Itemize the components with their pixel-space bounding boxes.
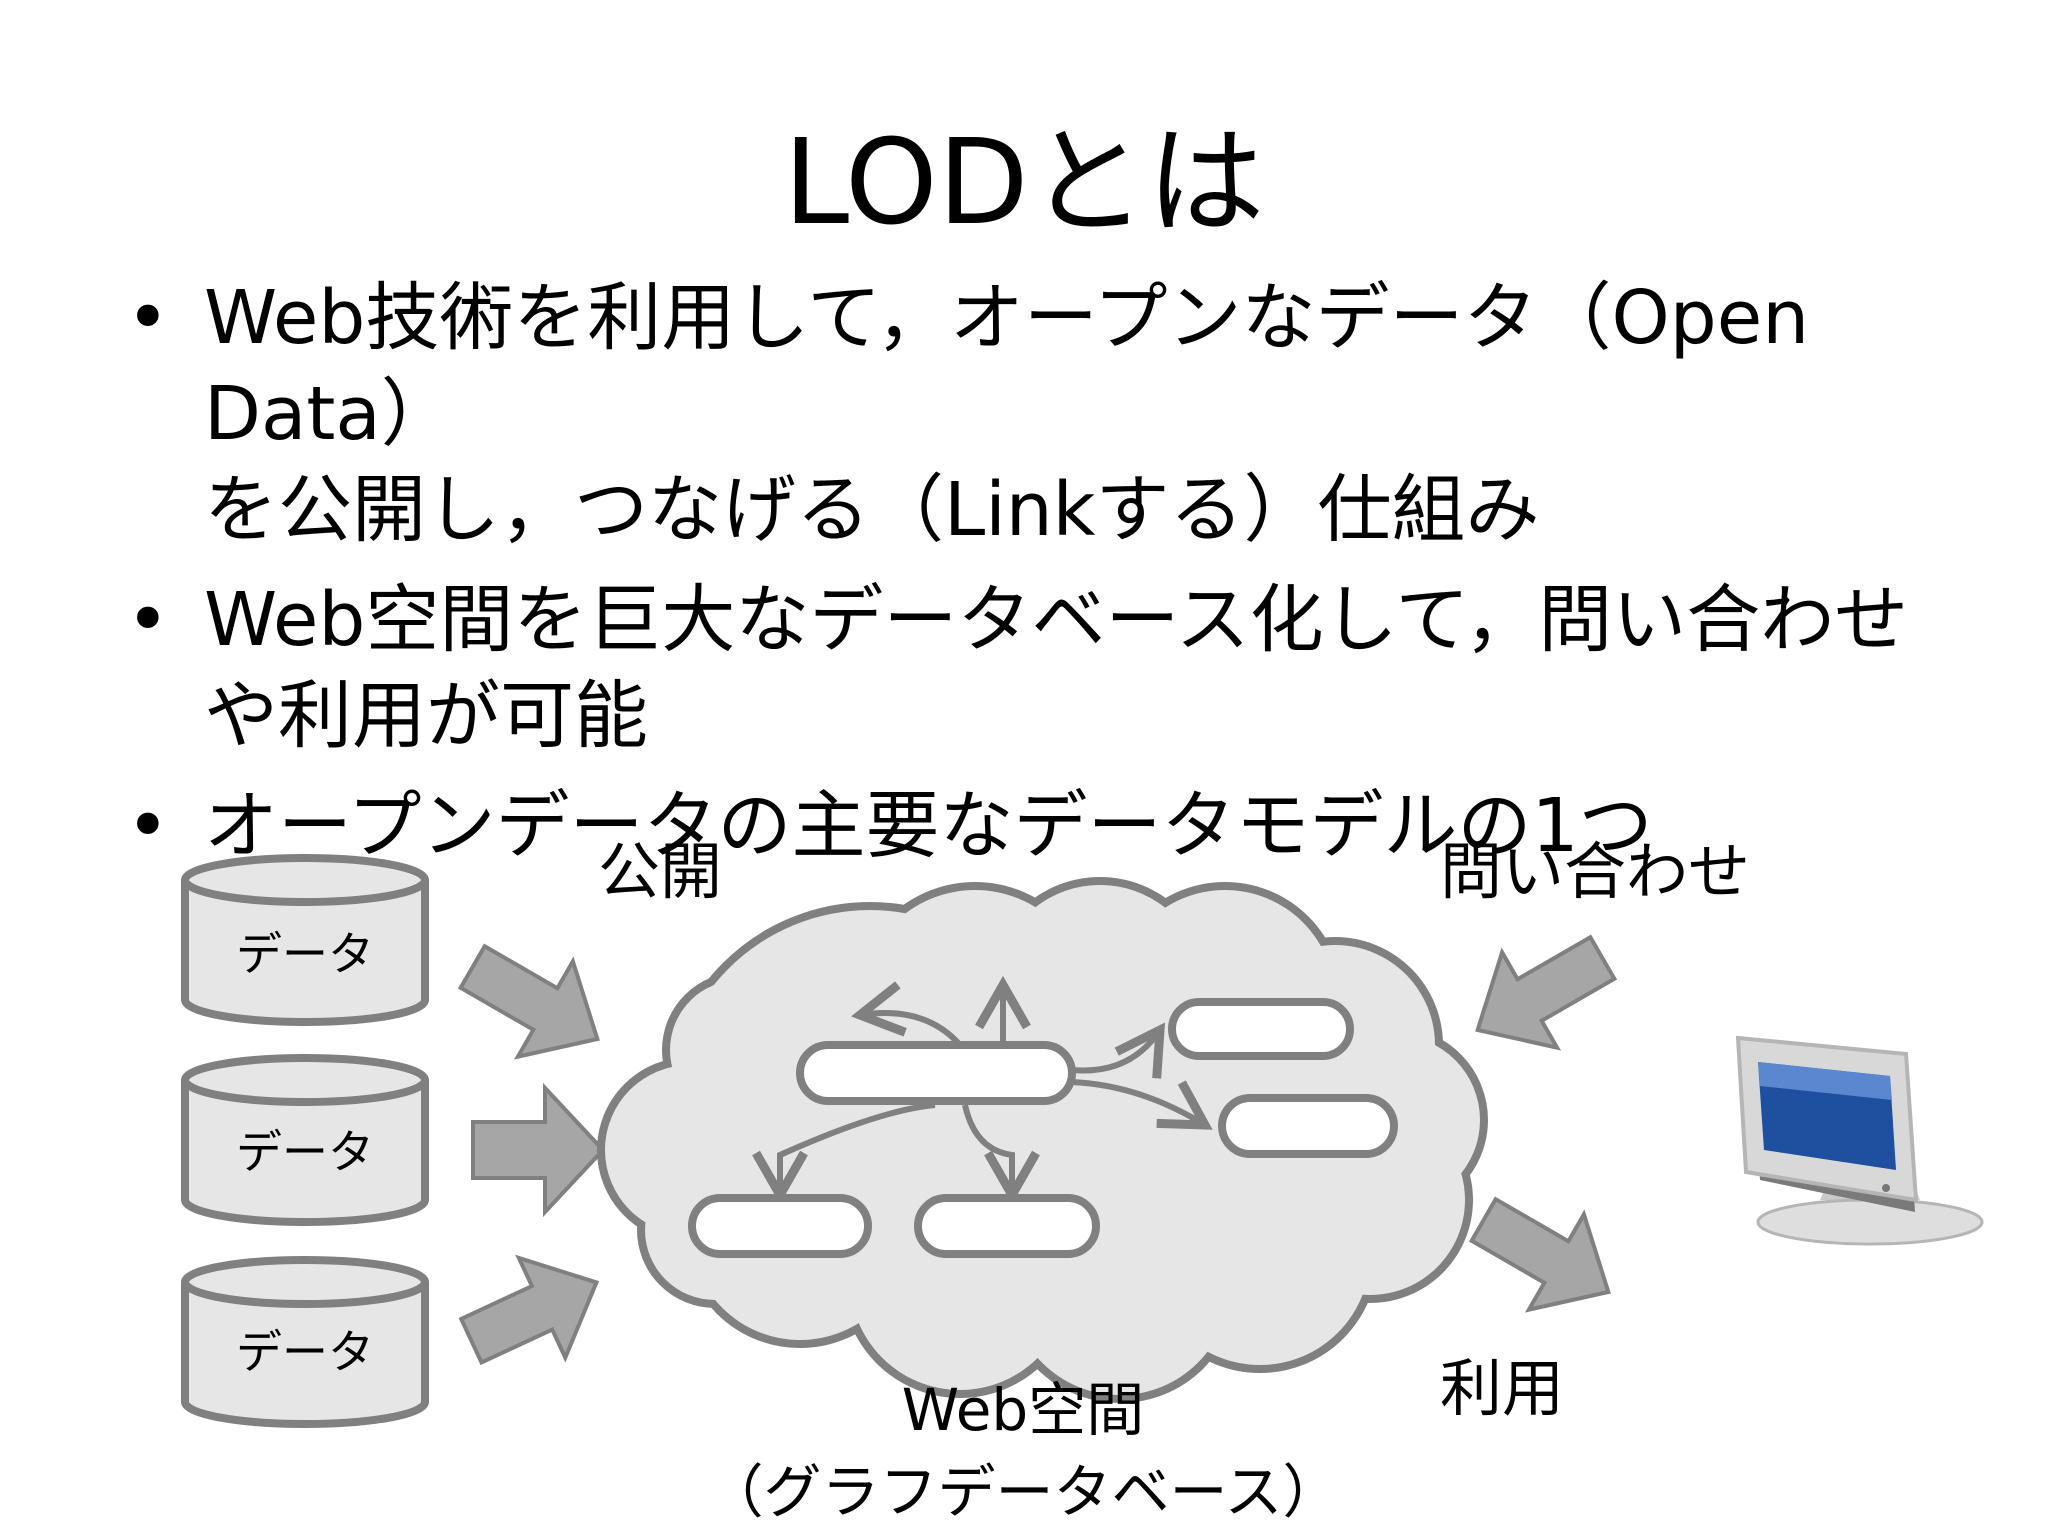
bullet-text-line: を公開し，つなげる（Linkする）仕組み <box>204 467 1540 553</box>
bullet-marker: • <box>126 577 170 663</box>
bullet-item: • Web空間を巨大なデータベース化して，問い合わせ や利用が可能 <box>118 572 1978 764</box>
database-label: データ <box>236 1125 374 1179</box>
bullet-item: • オープンデータの主要なデータモデルの1つ <box>118 778 1978 874</box>
graph-node <box>1168 998 1354 1060</box>
bullet-text-line: Web技術を利用して，オープンなデータ（Open Data） <box>204 275 1810 457</box>
graph-edge <box>962 1104 1040 1205</box>
slide-title: LODとは <box>783 113 1265 251</box>
publish-label: 公開 <box>598 835 722 908</box>
graph-edge <box>752 1102 936 1205</box>
computer-monitor-icon <box>1735 1035 1984 1246</box>
use-arrow-icon <box>1468 1196 1611 1313</box>
bullet-text-line: Web空間を巨大なデータベース化して，問い合わせ <box>204 577 1909 663</box>
bullet-marker: • <box>126 783 170 869</box>
bullet-text-line: や利用が可能 <box>204 673 648 759</box>
database-label: データ <box>236 1325 374 1379</box>
graph-node <box>796 1041 1076 1105</box>
publish-arrow-icon <box>471 1082 606 1218</box>
database-icon: データ <box>181 854 429 1026</box>
publish-arrow-icon <box>458 1254 600 1366</box>
graph-node <box>914 1194 1100 1258</box>
cloud-sublabel: （グラフデータベース） <box>705 1458 1340 1526</box>
database-label: データ <box>236 927 374 981</box>
bullet-list: • Web技術を利用して，オープンなデータ（Open Data） を公開し，つな… <box>118 270 1978 888</box>
bullet-marker: • <box>126 275 170 361</box>
query-arrow-icon <box>1475 934 1618 1051</box>
bullet-item: • Web技術を利用して，オープンなデータ（Open Data） を公開し，つな… <box>118 270 1978 558</box>
graph-edge <box>1071 1079 1213 1130</box>
graph-edge <box>851 981 963 1048</box>
graph-node <box>688 1194 872 1258</box>
graph-edge <box>1071 1022 1166 1079</box>
use-label: 利用 <box>1440 1352 1564 1425</box>
database-icon: データ <box>181 1054 429 1226</box>
graph-node <box>1218 1094 1398 1158</box>
database-icon: データ <box>181 1256 429 1428</box>
query-label: 問い合わせ <box>1440 835 1750 908</box>
publish-arrow-icon <box>457 943 600 1060</box>
cloud-label: Web空間 <box>902 1376 1144 1444</box>
bullet-text-line: オープンデータの主要なデータモデルの1つ <box>204 783 1653 869</box>
